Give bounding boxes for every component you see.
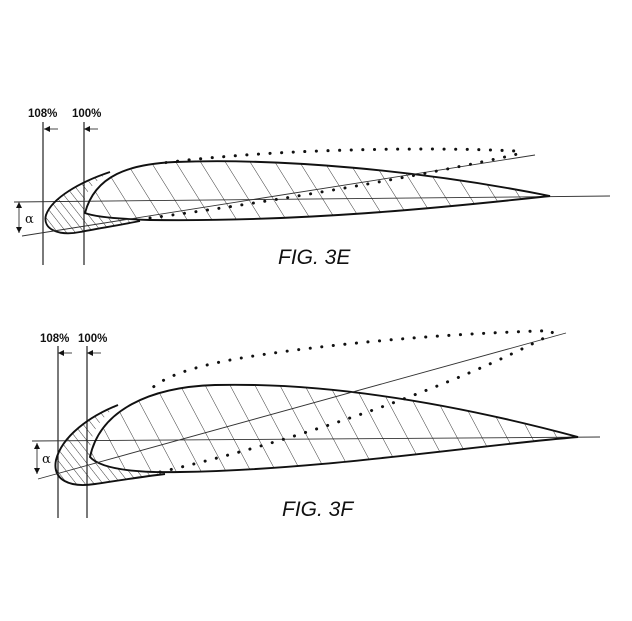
airfoil-outline-3f: [88, 383, 579, 474]
label-108-percent-3e: 108%: [28, 108, 57, 120]
airfoil-hatching-3e: [85, 161, 550, 221]
figure-caption-3e: FIG. 3E: [278, 246, 351, 269]
figure-3e: 108% 100% α FIG. 3E: [13, 108, 611, 269]
angle-indicator-3e: α: [16, 202, 34, 233]
inclined-chord-line-3f: [37, 332, 567, 480]
angle-indicator-3f: α: [34, 443, 51, 474]
figure-3f: 108% 100% α FIG. 3F: [31, 329, 601, 521]
label-100-percent-3e: 100%: [72, 108, 101, 120]
leading-edge-extension-outline-3e: [44, 171, 141, 235]
dimension-arrow-100-3e: [84, 126, 98, 132]
dimension-arrow-100-3f: [87, 350, 101, 356]
dimension-arrow-108-3e: [44, 126, 58, 132]
airfoil-outline-3e: [83, 160, 551, 222]
airfoil-hatching-3f: [90, 384, 578, 473]
label-108-percent-3f: 108%: [40, 333, 69, 345]
dimension-arrow-108-3f: [58, 350, 72, 356]
figure-caption-3f: FIG. 3F: [282, 498, 354, 521]
angle-alpha-label-3f: α: [42, 452, 51, 467]
leading-edge-extension-hatching-3e: [45, 172, 140, 234]
inclined-chord-line-3e: [21, 154, 536, 237]
angle-alpha-label-3e: α: [25, 212, 34, 227]
leading-edge-extension-outline-3f: [54, 404, 166, 486]
label-100-percent-3f: 100%: [78, 333, 107, 345]
rotated-airfoil-dotted-outline-3e: [148, 147, 522, 220]
